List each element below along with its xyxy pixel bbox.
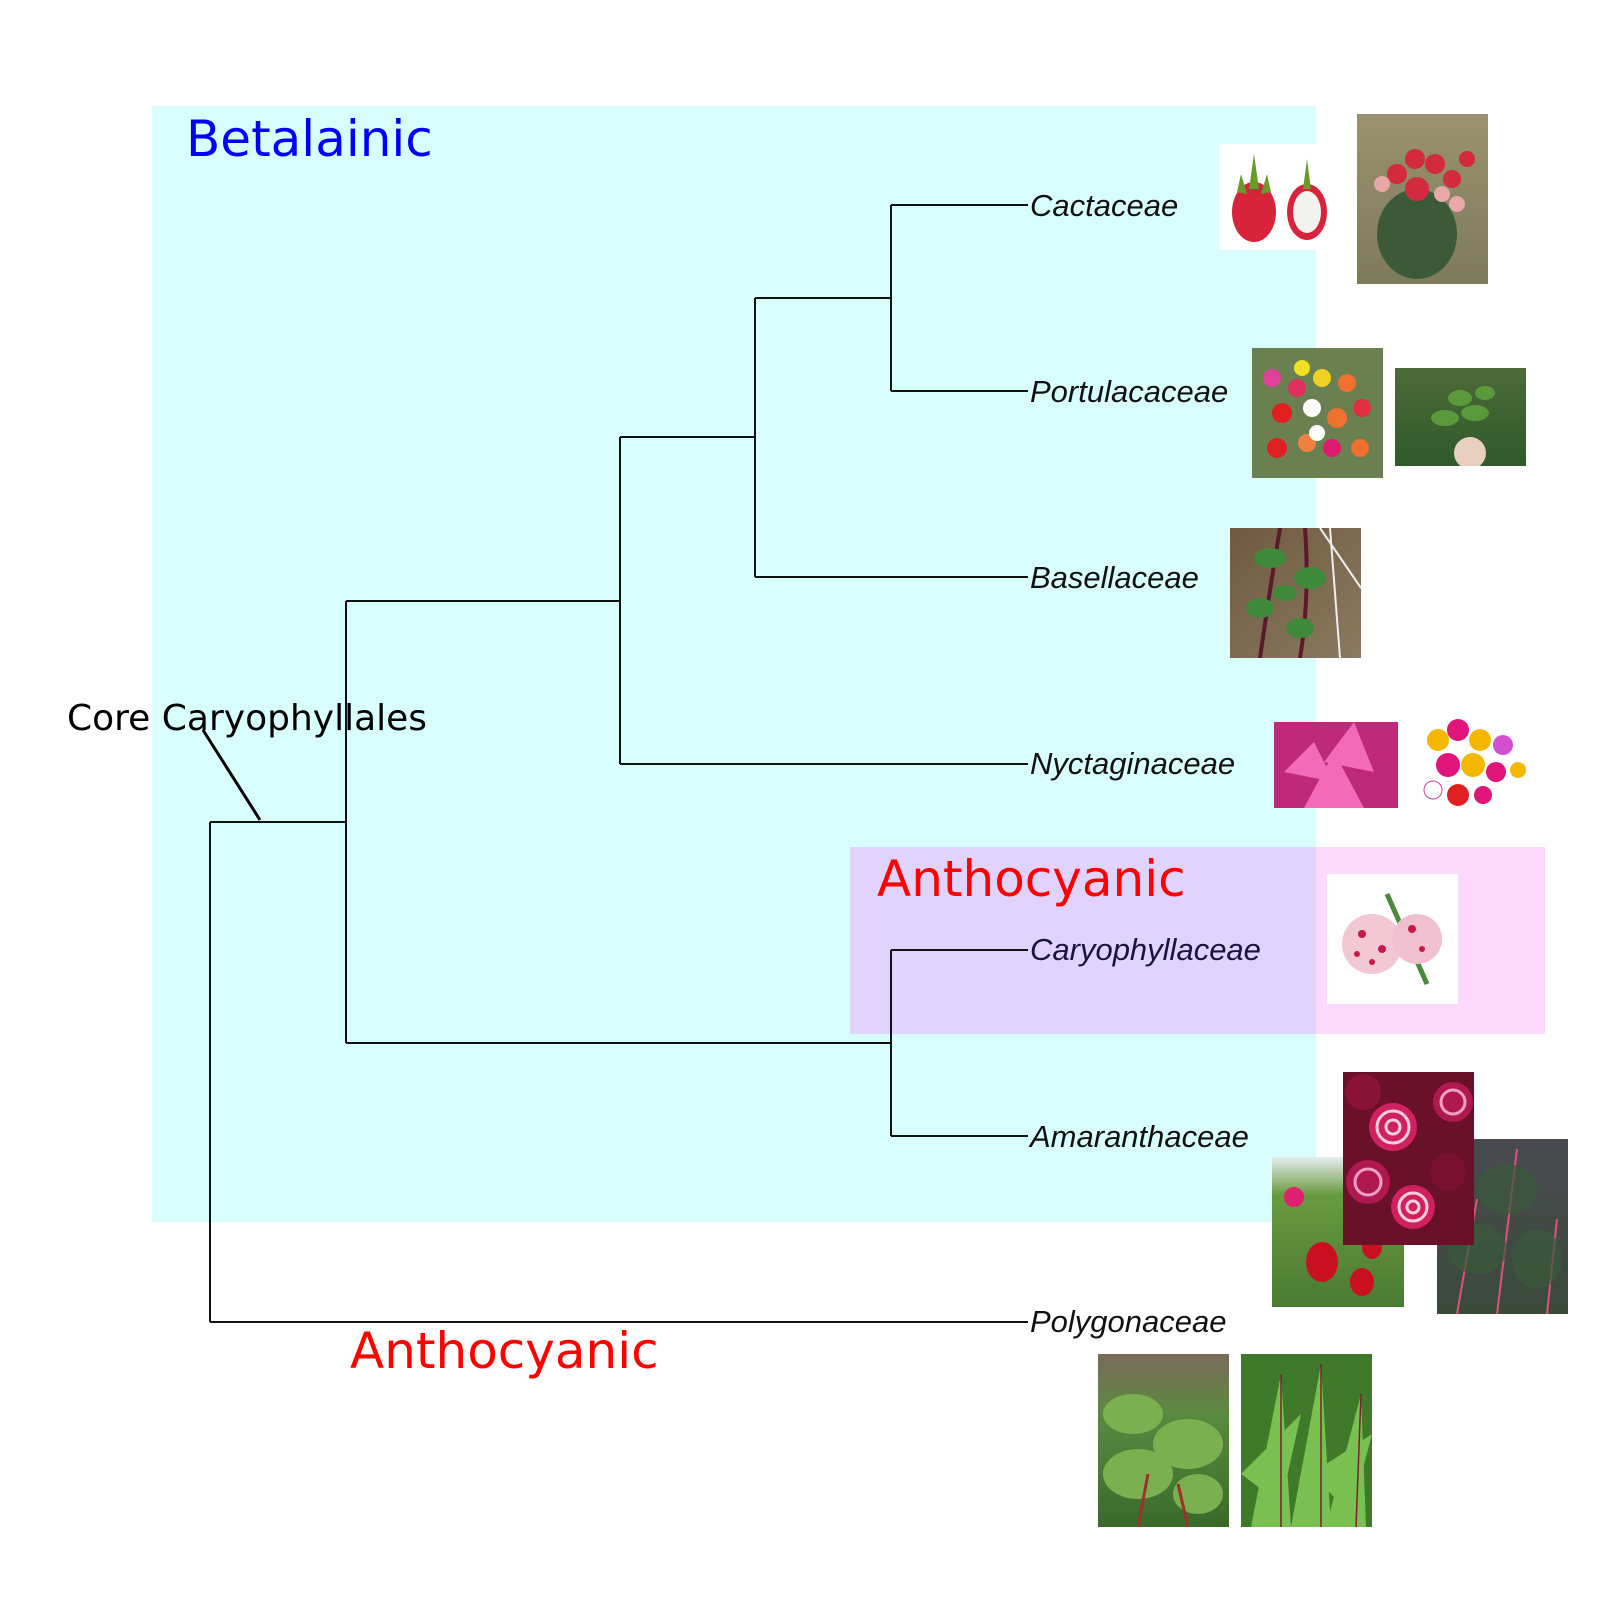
branch-betalain-clade [619,436,1028,765]
photo-bloody-dock [1241,1354,1372,1527]
photo-purslane [1395,368,1526,466]
taxon-polygonaceae: Polygonaceae [1030,1304,1227,1339]
core-pointer-line [201,729,262,821]
taxon-portulacaceae: Portulacaceae [1030,374,1229,409]
betalainic-label: Betalainic [186,110,433,168]
photo-rhubarb [1098,1354,1229,1527]
taxon-caryophyllaceae: Caryophyllaceae [1030,932,1261,967]
photo-moss-rose [1252,348,1383,478]
core-caryophyllales-label: Core Caryophyllales [67,698,428,739]
photo-carnations [1327,874,1458,1004]
photo-four-oclock [1398,710,1530,818]
photo-bougainvillea [1274,722,1398,808]
photo-chioggia-beets [1343,1072,1474,1245]
branch-cact-port-bas [754,297,1028,578]
branch-root [209,821,1028,1323]
taxon-basellaceae: Basellaceae [1030,560,1199,595]
anthocyanic-label-polygonaceae: Anthocyanic [350,1322,659,1380]
anthocyanic-label-caryophyllaceae: Anthocyanic [877,850,1186,908]
branch-core [345,600,891,1044]
photo-dragon-fruit [1219,144,1339,250]
taxon-amaranthaceae: Amaranthaceae [1030,1119,1249,1154]
photo-malabar-spinach [1230,528,1361,658]
anthocyanic-betalainic-overlap [850,847,1316,1034]
branch-cary-amar [890,949,1028,1137]
branch-cact-port [890,204,1028,392]
taxon-nyctaginaceae: Nyctaginaceae [1030,746,1236,781]
photo-prickly-pear [1357,114,1488,284]
taxon-cactaceae: Cactaceae [1030,188,1179,223]
